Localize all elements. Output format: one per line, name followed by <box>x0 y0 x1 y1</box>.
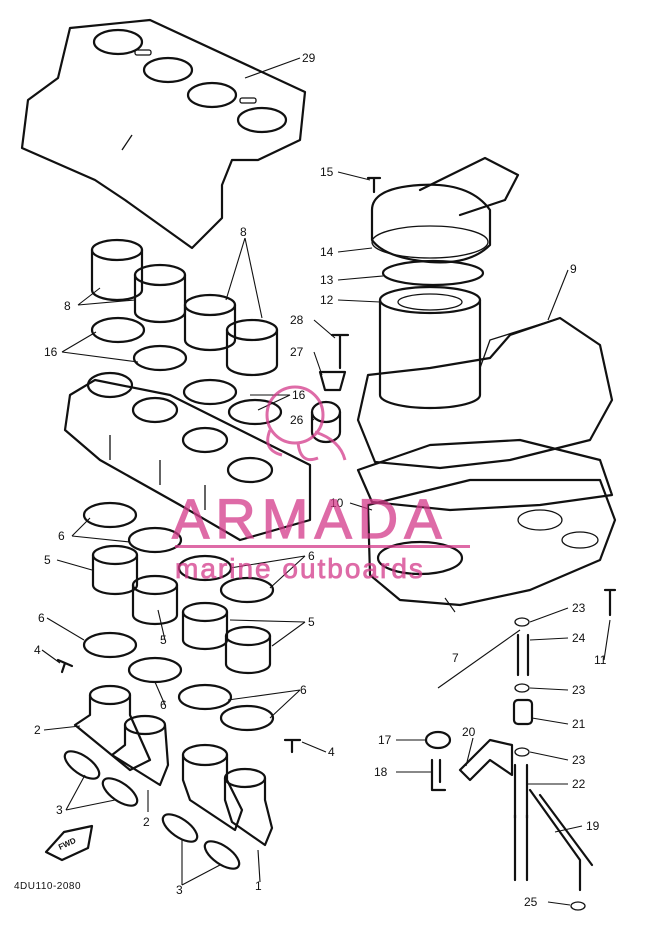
callout-15: 15 <box>320 165 334 179</box>
callout-29: 29 <box>302 51 316 65</box>
bolt-15 <box>366 176 382 194</box>
forward-arrow-icon: FWD <box>44 824 94 862</box>
forward-label: FWD <box>57 836 78 852</box>
callout-6b: 6 <box>308 549 315 563</box>
callout-23b: 23 <box>572 683 586 697</box>
callout-7: 7 <box>452 651 459 665</box>
callout-10: 10 <box>330 496 344 510</box>
callout-8a: 8 <box>240 225 247 239</box>
air-box-base-7 <box>366 478 617 607</box>
callout-24: 24 <box>572 631 586 645</box>
intake-joints-8 <box>90 238 279 377</box>
callout-3b: 3 <box>176 883 183 897</box>
bolt-11 <box>603 588 617 617</box>
callout-1: 1 <box>255 879 262 893</box>
callout-6e: 6 <box>300 683 307 697</box>
armada-watermark: ARMADA marine outboards <box>171 385 470 584</box>
callout-2b: 2 <box>143 815 150 829</box>
intake-manifolds <box>73 684 274 847</box>
drain-hoses <box>424 617 594 911</box>
callout-6d: 6 <box>160 698 167 712</box>
watermark-brand: ARMADA <box>172 487 448 550</box>
diagram-code: 4DU110-2080 <box>14 881 81 892</box>
filter-element-12 <box>378 285 482 410</box>
callout-23c: 23 <box>572 753 586 767</box>
callout-12: 12 <box>320 293 334 307</box>
leader-lines <box>41 57 611 906</box>
callout-20: 20 <box>462 725 476 739</box>
callout-6c: 6 <box>38 611 45 625</box>
callout-3a: 3 <box>56 803 63 817</box>
callout-14: 14 <box>320 245 334 259</box>
callout-16a: 16 <box>44 345 58 359</box>
callout-18: 18 <box>374 765 388 779</box>
callout-8b: 8 <box>64 299 71 313</box>
callout-21: 21 <box>572 717 586 731</box>
callout-25: 25 <box>524 895 538 909</box>
callout-2a: 2 <box>34 723 41 737</box>
seal-13 <box>381 259 485 287</box>
callout-6a: 6 <box>58 529 65 543</box>
callout-22: 22 <box>572 777 586 791</box>
watermark-tagline: marine outboards <box>175 553 425 584</box>
callout-13: 13 <box>320 273 334 287</box>
callout-5a: 5 <box>44 553 51 567</box>
callout-4b: 4 <box>328 745 335 759</box>
callout-28: 28 <box>290 313 304 327</box>
manifold-gaskets-3 <box>63 750 241 870</box>
air-filter-cover-14 <box>370 156 520 264</box>
gasket-10 <box>356 438 614 512</box>
callout-17: 17 <box>378 733 392 747</box>
air-box-case-9 <box>356 316 614 470</box>
callout-27: 27 <box>290 345 304 359</box>
callout-19: 19 <box>586 819 600 833</box>
collar-27 <box>318 370 347 392</box>
callout-23a: 23 <box>572 601 586 615</box>
logo-octopus-icon <box>265 385 347 462</box>
callout-5c: 5 <box>160 633 167 647</box>
hose-clamps-16 <box>90 316 283 426</box>
callout-11: 11 <box>594 653 607 667</box>
callout-26: 26 <box>290 413 304 427</box>
callout-4a: 4 <box>34 643 41 657</box>
damper-26 <box>310 400 342 444</box>
screw-28 <box>330 333 350 370</box>
carburetor-assembly <box>63 371 312 542</box>
callout-5b: 5 <box>308 615 315 629</box>
callout-numbers: 29 8 8 16 16 15 14 13 12 9 28 27 26 10 6… <box>34 51 607 909</box>
callout-16b: 16 <box>292 388 306 402</box>
watermark-underline <box>175 545 470 548</box>
lower-joints-5 <box>91 544 272 675</box>
callout-9: 9 <box>570 262 577 276</box>
screws-4 <box>56 658 302 754</box>
gasket-plate-29 <box>20 18 307 250</box>
